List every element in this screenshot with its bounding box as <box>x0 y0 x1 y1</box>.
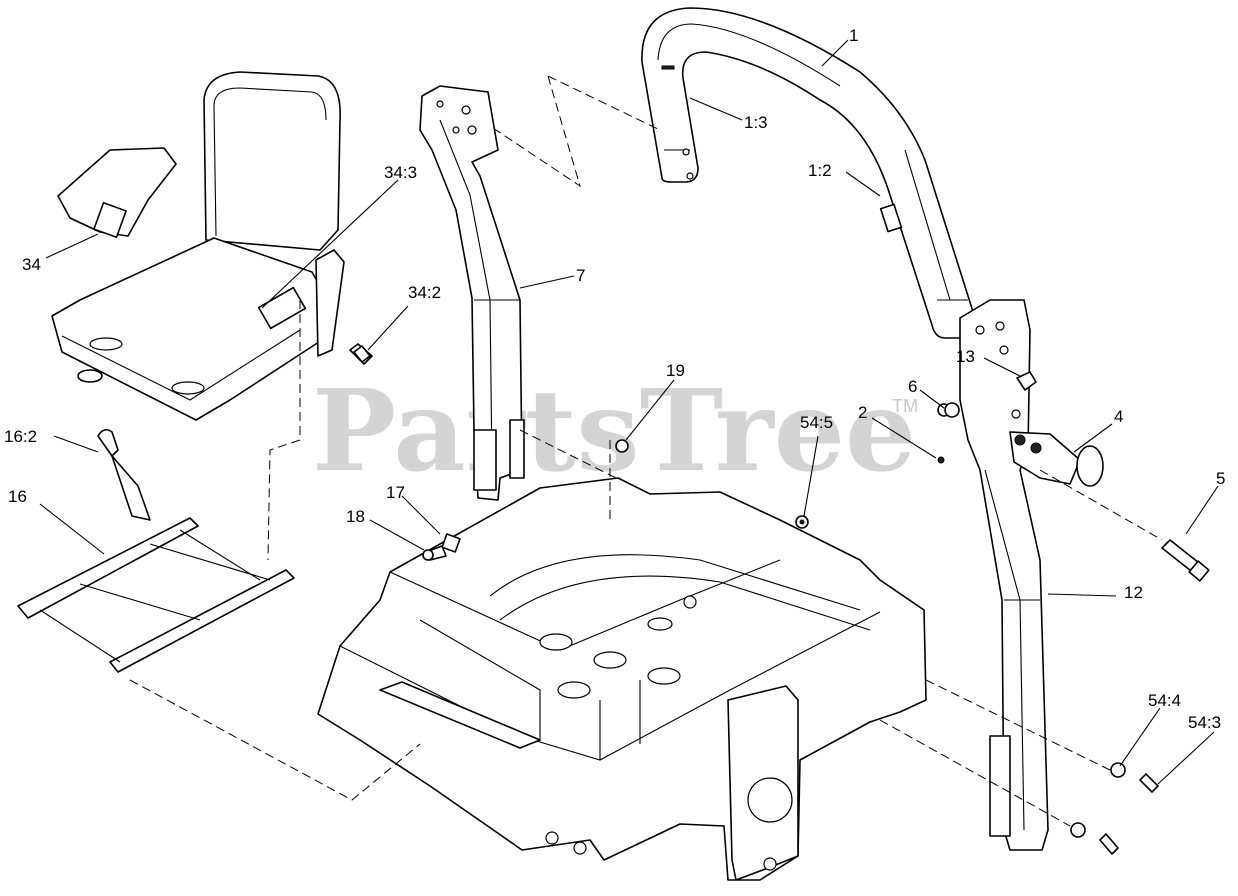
callout-54-4: 54:4 <box>1148 691 1181 710</box>
leader-lines <box>39 39 1219 785</box>
callout-12: 12 <box>1124 583 1143 602</box>
callout-2: 2 <box>858 403 867 422</box>
left-upright <box>419 85 525 501</box>
latch-assembly <box>1009 431 1104 487</box>
callout-6: 6 <box>908 377 917 396</box>
callout-54-3: 54:3 <box>1188 713 1221 732</box>
callout-labels: 1 1:3 1:2 2 4 5 6 7 12 13 16 16:2 17 18 … <box>4 26 1225 732</box>
callout-1: 1 <box>849 26 858 45</box>
callout-17: 17 <box>386 483 405 502</box>
main-frame <box>317 477 927 881</box>
roll-bar-hardware <box>937 371 1210 582</box>
roll-bar-hoop <box>641 7 977 339</box>
watermark-brand: PartsTree <box>312 366 916 497</box>
callout-1-3: 1:3 <box>744 113 768 132</box>
seat <box>51 71 373 421</box>
watermark-trademark: TM <box>892 396 918 416</box>
callout-34-3: 34:3 <box>384 163 417 182</box>
callout-13: 13 <box>956 347 975 366</box>
callout-34-2: 34:2 <box>408 283 441 302</box>
callout-18: 18 <box>346 507 365 526</box>
callout-7: 7 <box>576 266 585 285</box>
seat-slide <box>17 428 295 673</box>
callout-1-2: 1:2 <box>808 161 832 180</box>
callout-54-5: 54:5 <box>800 413 833 432</box>
callout-16-2: 16:2 <box>4 427 37 446</box>
frame-hardware <box>353 345 1159 855</box>
callout-19: 19 <box>666 361 685 380</box>
watermark: PartsTree TM <box>312 366 918 497</box>
callout-34: 34 <box>22 255 41 274</box>
callout-5: 5 <box>1216 469 1225 488</box>
callout-4: 4 <box>1114 407 1123 426</box>
callout-16: 16 <box>8 487 27 506</box>
